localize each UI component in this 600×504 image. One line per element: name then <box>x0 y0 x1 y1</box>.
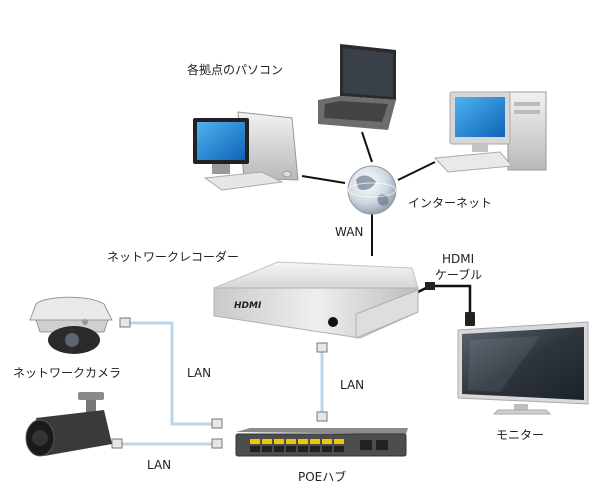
recorder-label: ネットワークレコーダー <box>107 250 240 264</box>
lan-cables <box>120 321 324 446</box>
wire-pc-left <box>301 175 346 184</box>
pcs-label: 各拠点のパソコン <box>187 63 284 77</box>
rj45-plug <box>316 342 328 353</box>
rj45-plug <box>211 438 223 449</box>
wire-pc-right <box>397 161 436 181</box>
poe-hub-icon <box>235 428 408 457</box>
pc-left-icon <box>193 111 299 191</box>
lan-cable-dome <box>128 321 218 426</box>
power-button-icon <box>328 317 338 327</box>
rj45-plug <box>211 418 223 429</box>
internet-globe-icon <box>347 165 397 215</box>
monitor-label: モニター <box>496 428 545 442</box>
bullet-camera-icon <box>25 392 112 457</box>
hdmi-connector <box>465 312 475 326</box>
lan-label-recorder: LAN <box>340 378 365 392</box>
wan-label: WAN <box>335 225 364 239</box>
hdmi-label-line1: HDMI <box>442 252 475 266</box>
network-recorder-icon: HDMI <box>213 261 419 339</box>
monitor-icon <box>457 321 589 415</box>
laptop-icon <box>318 44 396 130</box>
poe-port-leds <box>250 439 344 444</box>
lan-label-bottom: LAN <box>147 458 172 472</box>
lan-plugs <box>111 317 328 449</box>
rj45-plug <box>119 317 131 328</box>
hdmi-label-line2: ケーブル <box>435 268 483 282</box>
hdmi-cable <box>417 282 475 326</box>
camera-label: ネットワークカメラ <box>13 366 122 380</box>
rj45-plug <box>316 411 328 422</box>
lan-label-cameras: LAN <box>187 366 212 380</box>
wan-wires <box>301 131 436 256</box>
internet-label: インターネット <box>408 196 493 210</box>
poe-hub-label: POEハブ <box>298 470 347 484</box>
dome-camera-icon <box>29 296 113 354</box>
wire-laptop <box>361 131 373 163</box>
rj45-plug <box>111 438 123 449</box>
recorder-hdmi-badge: HDMI <box>234 301 262 311</box>
pc-right-icon <box>433 91 547 173</box>
